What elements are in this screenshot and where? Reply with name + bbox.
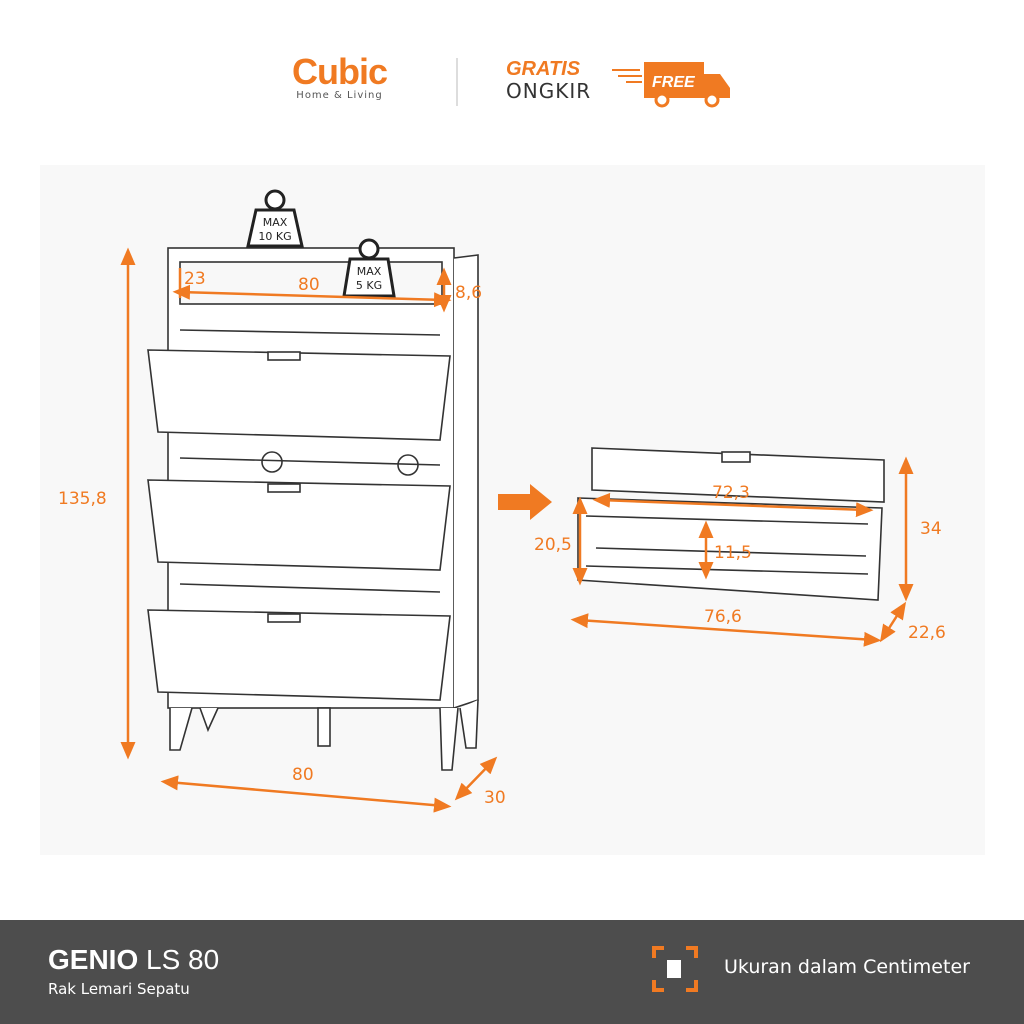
drawer-detail xyxy=(577,447,885,601)
dim-door-height: 34 xyxy=(920,519,942,539)
weight-icon-10kg xyxy=(246,189,304,248)
product-model: LS 80 xyxy=(146,944,220,975)
weight-top-line1: MAX xyxy=(263,216,288,229)
dim-depth: 30 xyxy=(484,788,506,808)
weight-shelf-line1: MAX xyxy=(357,265,382,278)
dim-drawer-width: 76,6 xyxy=(704,607,742,627)
dim-drawer-inner-height: 11,5 xyxy=(714,543,752,563)
delivery-truck-icon: FREE xyxy=(612,62,730,108)
product-title: GENIO LS 80 xyxy=(48,944,219,976)
dim-drawer-height: 20,5 xyxy=(534,535,572,555)
dim-drawer-depth: 22,6 xyxy=(908,623,946,643)
promo-line2: ONGKIR xyxy=(506,79,592,103)
footer-bar: GENIO LS 80 Rak Lemari Sepatu Ukuran dal… xyxy=(0,920,1024,1024)
unit-note: Ukuran dalam Centimeter xyxy=(724,956,970,978)
shoe-cabinet xyxy=(147,247,479,771)
dim-width: 80 xyxy=(292,765,314,785)
header-divider xyxy=(456,58,458,106)
brand-tagline: Home & Living xyxy=(296,90,383,101)
dimension-diagram: MAX 10 KG MAX 5 KG 23 80 8,6 135,8 80 30 xyxy=(58,189,946,813)
weight-shelf-line2: 5 KG xyxy=(356,279,382,292)
dim-top-width: 80 xyxy=(298,275,320,295)
brand-name: Cubic xyxy=(292,51,388,92)
dim-drawer-inner-width: 72,3 xyxy=(712,483,750,503)
product-type: Rak Lemari Sepatu xyxy=(48,980,190,998)
measurement-frame-icon xyxy=(652,946,698,992)
product-name: GENIO xyxy=(48,944,139,975)
dim-top-depth: 23 xyxy=(184,269,206,289)
truck-label: FREE xyxy=(652,74,696,91)
dim-total-height: 135,8 xyxy=(58,489,107,509)
brand-logo: Cubic Home & Living xyxy=(292,51,388,102)
arrow-right-icon xyxy=(498,484,552,520)
free-shipping-badge: GRATIS ONGKIR xyxy=(506,58,591,102)
dim-top-height: 8,6 xyxy=(455,283,482,303)
promo-line1: GRATIS xyxy=(506,58,581,80)
weight-top-line2: 10 KG xyxy=(258,230,291,243)
